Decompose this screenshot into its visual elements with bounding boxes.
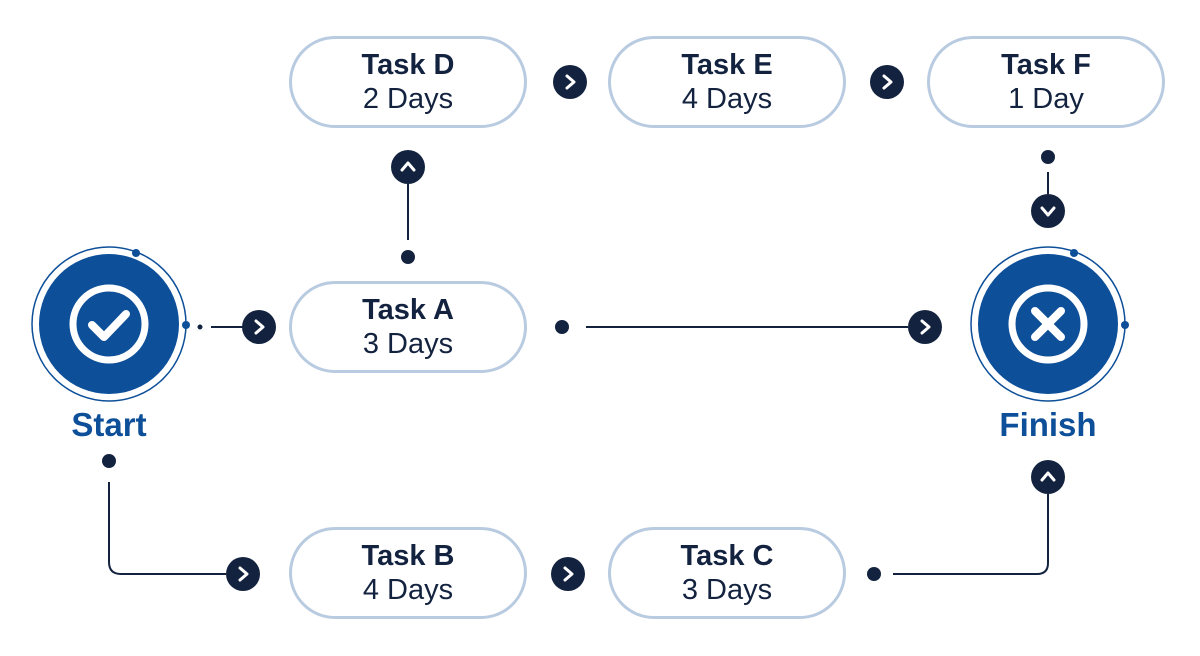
task-b-duration: 4 Days bbox=[362, 574, 454, 606]
chevron-right-icon bbox=[551, 63, 589, 101]
task-f-name: Task F bbox=[1001, 49, 1091, 81]
task-a-name: Task A bbox=[362, 294, 454, 326]
chevron-down-icon bbox=[1029, 192, 1067, 230]
chevron-up-icon bbox=[389, 148, 427, 186]
task-f-node: Task F 1 Day bbox=[927, 36, 1165, 128]
task-d-duration: 2 Days bbox=[362, 83, 454, 115]
connector-dots bbox=[102, 150, 1055, 581]
task-e-node: Task E 4 Days bbox=[608, 36, 846, 128]
finish-orbit-dot bbox=[1121, 321, 1129, 329]
chevron-up-icon bbox=[1029, 458, 1067, 496]
start-orbit-dot bbox=[182, 321, 190, 329]
start-disc bbox=[39, 254, 179, 394]
start-bottom-dot bbox=[102, 454, 116, 468]
start-inner-ring bbox=[69, 284, 149, 364]
task-c-node: Task C 3 Days bbox=[608, 527, 846, 619]
connector-task-c-to-finish bbox=[893, 494, 1049, 575]
task-b-name: Task B bbox=[361, 540, 455, 572]
start-label: Start bbox=[71, 406, 147, 443]
start-connector-dot bbox=[197, 324, 203, 330]
task-a-right-dot bbox=[555, 320, 569, 334]
chevron-right-icon bbox=[224, 555, 262, 593]
check-icon bbox=[88, 310, 130, 341]
task-a-top-dot bbox=[401, 250, 415, 264]
finish-inner-ring bbox=[1008, 284, 1088, 364]
task-c-name: Task C bbox=[680, 540, 774, 572]
task-f-bottom-dot bbox=[1041, 150, 1055, 164]
connector-start-to-task-b bbox=[108, 482, 226, 575]
task-c-right-dot bbox=[867, 567, 881, 581]
chevron-right-icon bbox=[868, 63, 906, 101]
task-f-duration: 1 Day bbox=[1008, 83, 1084, 115]
task-d-node: Task D 2 Days bbox=[289, 36, 527, 128]
task-e-name: Task E bbox=[681, 49, 773, 81]
chevron-right-icon bbox=[549, 555, 587, 593]
chevron-right-icon bbox=[906, 308, 944, 346]
task-e-duration: 4 Days bbox=[681, 83, 773, 115]
start-orbit-dot bbox=[132, 249, 140, 257]
start-node bbox=[31, 246, 203, 402]
close-icon bbox=[1031, 307, 1065, 341]
task-d-name: Task D bbox=[361, 49, 455, 81]
finish-orbit-dot bbox=[1070, 249, 1078, 257]
finish-label: Finish bbox=[999, 406, 1097, 443]
connector-lines bbox=[108, 172, 1049, 575]
chevron-right-icon bbox=[240, 308, 278, 346]
task-a-duration: 3 Days bbox=[362, 328, 454, 360]
task-c-duration: 3 Days bbox=[681, 574, 773, 606]
task-a-node: Task A 3 Days bbox=[289, 281, 527, 373]
finish-node bbox=[970, 246, 1129, 402]
task-b-node: Task B 4 Days bbox=[289, 527, 527, 619]
